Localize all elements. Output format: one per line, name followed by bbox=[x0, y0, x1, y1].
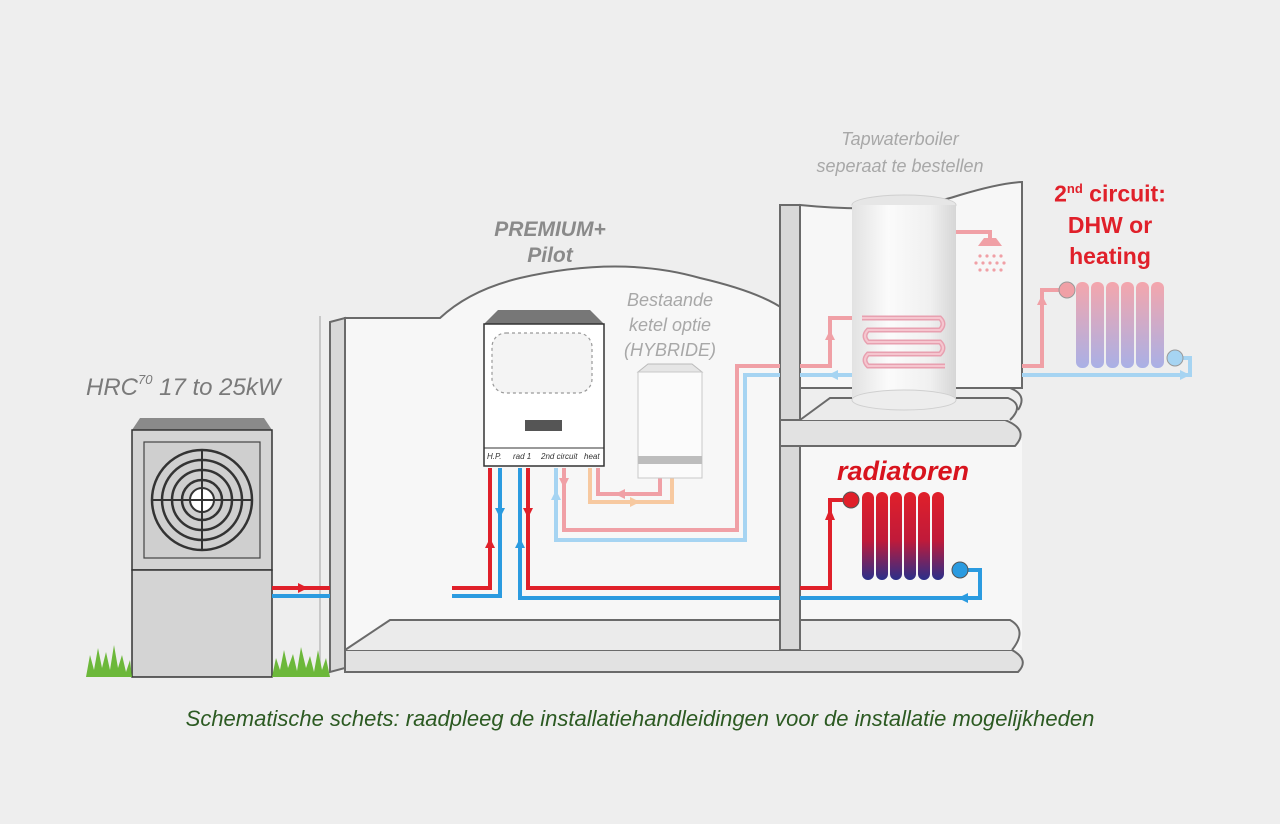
existing-boiler bbox=[636, 363, 704, 479]
tap-boiler-label: Tapwaterboiler seperaat te bestellen bbox=[780, 126, 1020, 180]
existing-boiler-line1: Bestaande bbox=[626, 290, 714, 310]
controller-title-line2: Pilot bbox=[527, 244, 573, 267]
radiators-label: radiatoren bbox=[836, 456, 970, 486]
port-label-hp: H.P. bbox=[487, 452, 502, 461]
existing-boiler-line2: ketel optie bbox=[628, 315, 712, 335]
heat-pump-label-suffix: 17 to 25kW bbox=[152, 374, 281, 401]
controller-label: PREMIUM+ Pilot bbox=[470, 217, 630, 269]
heat-pump-label: HRC70 17 to 25kW bbox=[86, 372, 281, 402]
port-label-rad1: rad 1 bbox=[513, 452, 532, 461]
pipes bbox=[272, 230, 1192, 603]
tap-boiler-line2: seperaat te bestellen bbox=[816, 156, 984, 176]
existing-boiler-label: Bestaande ketel optie (HYBRIDE) bbox=[606, 288, 734, 363]
second-circuit-rest: circuit: bbox=[1082, 180, 1166, 207]
heat-pump-unit bbox=[131, 418, 273, 678]
diagram-caption: Schematische schets: raadpleeg de instal… bbox=[185, 706, 1095, 731]
second-circuit-label: 2nd circuit: DHW or heating bbox=[1030, 173, 1190, 272]
radiator-second-circuit bbox=[1058, 281, 1184, 368]
second-circuit-line2: DHW or bbox=[1067, 211, 1153, 238]
second-circuit-num: 2 bbox=[1054, 180, 1067, 207]
existing-boiler-line3: (HYBRIDE) bbox=[623, 340, 716, 360]
hot-water-tank bbox=[851, 194, 957, 411]
fan-icon bbox=[150, 448, 254, 552]
port-label-2nd-circuit: 2nd circuit bbox=[541, 452, 578, 461]
heat-pump-label-sup: 70 bbox=[138, 372, 153, 387]
radiator-lower bbox=[842, 491, 969, 580]
shower-icon bbox=[974, 238, 1006, 272]
controller-unit bbox=[483, 310, 605, 467]
house-section bbox=[319, 180, 1024, 674]
tap-boiler-line1: Tapwaterboiler bbox=[841, 129, 959, 149]
heat-pump-label-prefix: HRC bbox=[86, 374, 138, 401]
controller-title-line1: PREMIUM+ bbox=[494, 218, 606, 241]
grass-icon bbox=[86, 645, 330, 677]
port-label-heat: heat bbox=[584, 452, 600, 461]
second-circuit-line3: heating bbox=[1069, 242, 1151, 269]
second-circuit-line1: 2nd circuit: bbox=[1030, 173, 1190, 210]
second-circuit-sup: nd bbox=[1066, 181, 1083, 196]
